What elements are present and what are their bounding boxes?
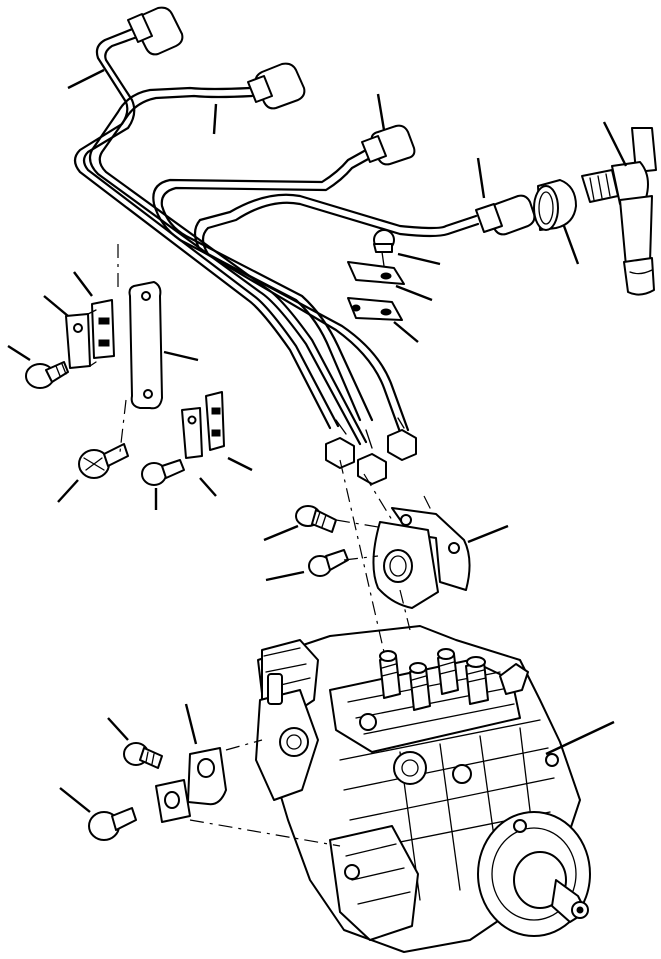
bracket-plate-left — [128, 281, 163, 410]
clamp-upper-left — [65, 299, 115, 369]
injector-nozzle-holder — [581, 127, 657, 296]
bracket-bolts — [295, 505, 349, 577]
pump-bracket — [372, 507, 471, 609]
bolt-upper-left — [25, 361, 69, 389]
injection-tubes — [73, 26, 480, 446]
stop-bracket — [155, 747, 227, 823]
assembly-centerlines — [117, 244, 433, 847]
tube-nuts-top — [127, 6, 536, 236]
bolt-lower-left — [78, 443, 185, 486]
callout-leaders — [7, 68, 628, 813]
clamp-set-right — [347, 229, 405, 321]
clamp-lower-left — [181, 391, 225, 459]
stop-bracket-bolts — [88, 742, 163, 841]
fuel-return-fitting — [533, 179, 577, 231]
tube-nuts-bottom — [325, 417, 417, 485]
fuel-injection-pump — [255, 625, 591, 953]
